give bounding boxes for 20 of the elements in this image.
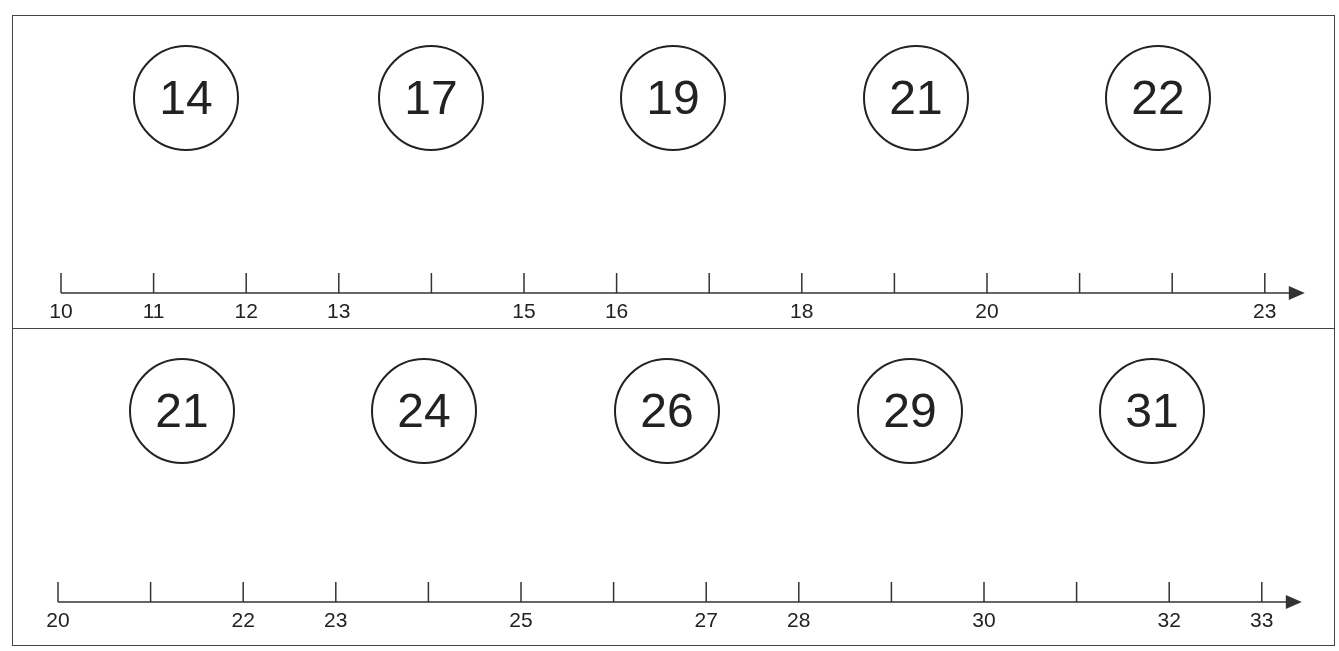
tick-label: 10 [49,300,73,321]
tick-label: 22 [231,609,255,630]
tick-label: 32 [1157,609,1181,630]
tick-label: 33 [1250,609,1274,630]
tick-label: 30 [972,609,996,630]
tick-label: 20 [975,300,999,321]
tick-label: 23 [1253,300,1277,321]
tick-label: 12 [234,300,258,321]
tick-label: 25 [509,609,533,630]
tick-label: 16 [604,300,629,321]
tick-label: 23 [324,609,348,630]
worksheet-panel [12,328,1335,646]
tick-label: 27 [694,609,718,630]
tick-label: 28 [787,609,811,630]
tick-label: 13 [327,300,351,321]
tick-label: 18 [790,300,814,321]
tick-label: 20 [46,609,70,630]
tick-label: 15 [512,300,536,321]
tick-label: 11 [142,300,165,321]
worksheet-panel [12,15,1335,329]
